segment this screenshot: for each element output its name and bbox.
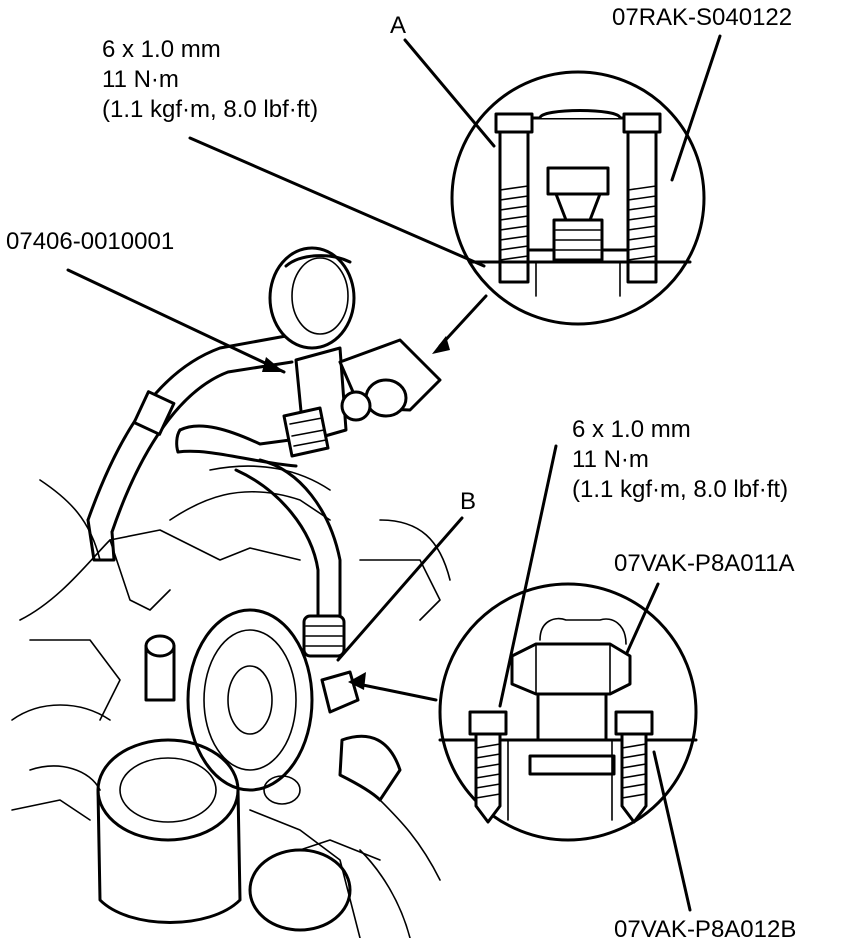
hose-clamp-upper bbox=[132, 390, 176, 436]
leader-07406 bbox=[66, 268, 286, 374]
bolt-head-right-b bbox=[614, 710, 654, 736]
leader-circle-a-pointer bbox=[438, 294, 488, 348]
pressure-gauge bbox=[268, 246, 442, 458]
gauge-hose-fitting bbox=[282, 406, 330, 458]
bolt-head-left-a bbox=[494, 112, 534, 134]
reservoir-cap bbox=[96, 738, 240, 842]
leader-torque-bottom bbox=[498, 444, 558, 708]
label-tool-07rak: 07RAK-S040122 bbox=[612, 4, 793, 31]
leader-b bbox=[336, 516, 464, 662]
torque-bottom-nm: 11 N·m bbox=[572, 446, 649, 473]
label-tool-07vak-b: 07VAK-P8A012B bbox=[614, 916, 797, 938]
leader-07rak bbox=[670, 34, 722, 182]
label-b: B bbox=[460, 488, 477, 515]
label-tool-07vak-a: 07VAK-P8A011A bbox=[614, 550, 795, 577]
adapter-nut-b bbox=[510, 642, 632, 696]
arrowhead-circle-a bbox=[432, 336, 450, 354]
pulley-outer bbox=[186, 608, 314, 792]
torque-top-nm: 11 N·m bbox=[102, 66, 179, 93]
pulley-inner bbox=[203, 629, 297, 771]
torque-top-alt: (1.1 kgf·m, 8.0 lbf·ft) bbox=[102, 96, 319, 123]
leader-07vak-b bbox=[652, 750, 692, 912]
leader-torque-top bbox=[188, 136, 486, 268]
leader-circle-b-pointer bbox=[356, 682, 438, 702]
adapter-body-b bbox=[536, 692, 608, 742]
detail-circle-b bbox=[438, 582, 698, 842]
leader-lines bbox=[66, 34, 722, 912]
leader-a bbox=[403, 38, 496, 148]
engine-line-art bbox=[11, 465, 451, 938]
valve-knob-2 bbox=[340, 390, 372, 422]
detail-circle-a bbox=[450, 70, 706, 326]
valve-knob-1 bbox=[364, 378, 408, 418]
bolt-head-right-a bbox=[622, 112, 662, 134]
torque-top-bolt: 6 x 1.0 mm bbox=[102, 36, 221, 63]
torque-bottom-alt: (1.1 kgf·m, 8.0 lbf·ft) bbox=[572, 476, 789, 503]
label-a: A bbox=[390, 12, 407, 39]
torque-bottom-bolt: 6 x 1.0 mm bbox=[572, 416, 691, 443]
bolt-shank-right-b bbox=[620, 732, 648, 824]
bolt-head-left-b bbox=[468, 710, 508, 736]
label-tool-07406: 07406-0010001 bbox=[6, 228, 175, 255]
hoses bbox=[86, 334, 346, 658]
gauge-dial bbox=[268, 246, 356, 350]
bolt-shank-left-b bbox=[474, 732, 502, 824]
adapter-seat-a bbox=[546, 166, 610, 196]
adapter-base-b bbox=[528, 754, 616, 776]
arrowhead-circle-b bbox=[348, 672, 366, 690]
